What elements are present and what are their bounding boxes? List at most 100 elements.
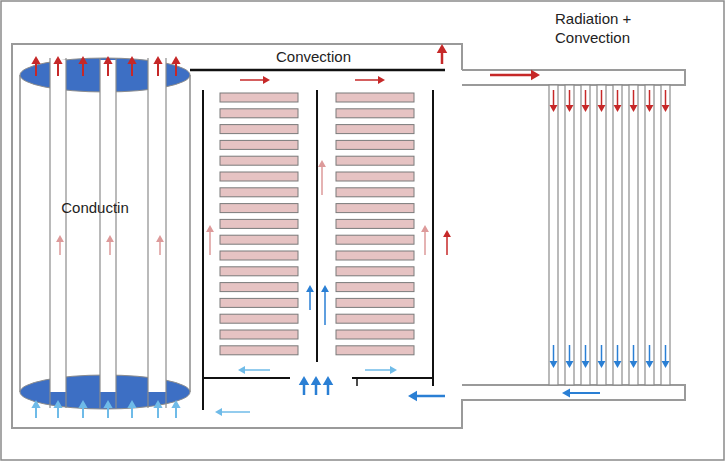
radiant-tube bbox=[645, 85, 654, 385]
flow-arrow bbox=[109, 242, 111, 255]
plate bbox=[220, 172, 298, 181]
arrow-head bbox=[78, 56, 87, 64]
flow-arrow bbox=[240, 79, 263, 81]
arrow-head bbox=[378, 76, 385, 84]
plate bbox=[220, 156, 298, 165]
arrow-head bbox=[53, 56, 62, 64]
flow-arrow bbox=[157, 408, 159, 418]
flow-arrow bbox=[157, 64, 159, 76]
arrow-head bbox=[582, 105, 590, 112]
flow-arrow bbox=[315, 385, 318, 395]
arrow-head bbox=[323, 376, 334, 385]
plate bbox=[220, 188, 298, 197]
arrow-head bbox=[56, 235, 64, 242]
plate bbox=[336, 267, 414, 276]
top-duct bbox=[462, 70, 685, 85]
plate bbox=[220, 109, 298, 118]
flow-arrow bbox=[209, 232, 211, 255]
plate bbox=[220, 251, 298, 260]
flow-arrow bbox=[245, 369, 270, 371]
arrow-head bbox=[53, 400, 62, 408]
arrow-head bbox=[566, 105, 574, 112]
radiant-tube bbox=[565, 85, 574, 385]
flow-arrow bbox=[665, 345, 667, 361]
mode-label: Radiation + Convection bbox=[555, 9, 663, 47]
radiant-tube bbox=[581, 85, 590, 385]
flow-arrow bbox=[553, 90, 555, 105]
arrow-head bbox=[103, 56, 112, 64]
plate bbox=[336, 298, 414, 307]
plate bbox=[336, 330, 414, 339]
tube-wall bbox=[115, 58, 116, 408]
arrow-head bbox=[390, 366, 397, 374]
flow-arrow bbox=[107, 64, 109, 76]
flow-arrow bbox=[57, 64, 59, 76]
arrow-head bbox=[598, 361, 606, 368]
arrow-head bbox=[171, 400, 180, 408]
convection-chamber bbox=[190, 70, 445, 410]
arrow-head bbox=[598, 105, 606, 112]
flow-arrow bbox=[82, 64, 84, 76]
arrow-head bbox=[215, 408, 222, 416]
arrow-head bbox=[106, 235, 114, 242]
plate bbox=[336, 93, 414, 102]
flow-arrow bbox=[417, 395, 445, 398]
arrow-head bbox=[263, 76, 270, 84]
flow-arrow bbox=[131, 408, 133, 418]
mode-label: Convection bbox=[276, 47, 386, 66]
flow-arrow bbox=[617, 90, 619, 105]
flow-arrow bbox=[355, 79, 378, 81]
plate bbox=[220, 283, 298, 292]
flow-arrow bbox=[585, 90, 587, 105]
flow-arrow bbox=[59, 242, 61, 255]
plate bbox=[220, 330, 298, 339]
flow-arrow bbox=[159, 242, 161, 255]
arrow-head bbox=[550, 361, 558, 368]
flow-arrow bbox=[446, 237, 448, 255]
flow-arrow bbox=[175, 64, 177, 76]
flow-arrow bbox=[569, 345, 571, 361]
flow-arrow bbox=[649, 90, 651, 105]
arrow-head bbox=[408, 391, 417, 402]
flow-arrow bbox=[633, 345, 635, 361]
arrow-head bbox=[582, 361, 590, 368]
plate bbox=[220, 125, 298, 134]
plate bbox=[336, 109, 414, 118]
plate bbox=[336, 188, 414, 197]
arrow-head bbox=[421, 225, 429, 232]
flow-arrow bbox=[441, 53, 444, 64]
plate bbox=[220, 298, 298, 307]
plate bbox=[336, 172, 414, 181]
flow-arrow bbox=[327, 385, 330, 395]
arrow-head bbox=[630, 361, 638, 368]
flow-arrow bbox=[569, 90, 571, 105]
tube-wall bbox=[99, 58, 100, 408]
arrow-head bbox=[630, 105, 638, 112]
radiant-tube bbox=[549, 85, 558, 385]
arrow-head bbox=[646, 105, 654, 112]
plate bbox=[220, 140, 298, 149]
arrow-head bbox=[614, 105, 622, 112]
plate bbox=[336, 156, 414, 165]
flow-arrow bbox=[633, 90, 635, 105]
arrow-head bbox=[153, 56, 162, 64]
plate bbox=[336, 283, 414, 292]
arrow-head bbox=[206, 225, 214, 232]
radiant-tube bbox=[629, 85, 638, 385]
flow-arrow bbox=[131, 64, 133, 76]
tube-wall bbox=[147, 58, 148, 408]
tube-bore bbox=[100, 60, 116, 392]
tube-bore bbox=[50, 60, 66, 392]
region-label: Conductin bbox=[40, 198, 150, 217]
arrow-head bbox=[562, 388, 570, 397]
arrow-head bbox=[31, 56, 40, 64]
flow-arrow bbox=[107, 408, 109, 418]
flow-arrow bbox=[57, 408, 59, 418]
housing-wall bbox=[12, 44, 685, 428]
flow-arrow bbox=[324, 292, 326, 325]
arrow-head bbox=[306, 285, 314, 292]
arrow-head bbox=[171, 56, 180, 64]
flow-arrow bbox=[175, 408, 177, 418]
